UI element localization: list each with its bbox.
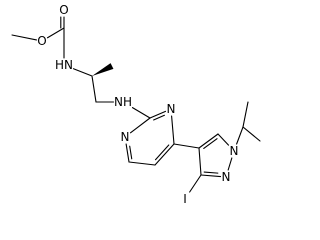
- atom-label-n2-pz: N: [222, 170, 231, 184]
- bond-C6_pyr-N1_pyr-inner: [129, 145, 133, 160]
- bond-C2_pyr-N3_pyr-inner: [153, 114, 165, 121]
- bond-C_chiral-C_methyl-wedge: [92, 63, 114, 76]
- bond-layer: [11, 16, 261, 193]
- bond-C5_pz-N1_pz: [217, 133, 230, 146]
- bond-C4_pz-C5_pz-inner: [203, 138, 218, 150]
- bond-C_me_ester-O_ester: [11, 34, 38, 41]
- bond-C4_pyr-C5_pyr-inner: [154, 144, 170, 161]
- bond-C_ipr-C_ipr_me2: [242, 101, 249, 128]
- bond-C6_pyr-N1_pyr: [125, 143, 130, 163]
- atom-label-o-carbonyl: O: [59, 3, 68, 17]
- bond-C4_pyr-C5_pyr: [154, 143, 175, 166]
- atom-label-i: I: [183, 192, 187, 206]
- bond-C3_pz-I: [189, 174, 202, 193]
- atom-label-n-carb: HN: [55, 58, 73, 72]
- bond-N1_pyr-C2_pyr: [129, 117, 151, 134]
- bond-C2_pyr-N3_pyr: [149, 110, 167, 119]
- bond-N3_pyr-C4_pyr: [171, 115, 175, 145]
- atom-label-o-ester: O: [37, 34, 46, 48]
- bond-C_chiral-C_ch2: [91, 75, 97, 103]
- bond-N1_pz-N2_pz: [227, 157, 233, 171]
- atom-label-n1-pyr: N: [121, 130, 130, 144]
- bond-O_ester-C_carb: [46, 27, 65, 39]
- bond-C4_pz-C5_pz: [198, 133, 219, 149]
- atom-label-n-amine: NH: [114, 95, 132, 109]
- bond-C5_pyr-C6_pyr: [128, 161, 156, 166]
- bond-N2_pz-C3_pz: [200, 174, 222, 178]
- bond-C4_pyr-C4_pz: [173, 143, 200, 149]
- bond-C_ipr-C_ipr_me1: [242, 126, 261, 142]
- bond-N_amine-C2_pyr: [131, 107, 151, 119]
- bond-C3_pz-C4_pz: [198, 147, 202, 176]
- bond-N1_pz-C_ipr: [236, 126, 244, 145]
- bond-N2_pz-C3_pz-inner: [203, 171, 219, 174]
- bond-N_carb-C_chiral: [72, 68, 93, 77]
- atom-label-n3-pyr: N: [167, 102, 176, 116]
- atom-label-n1-pz: N: [230, 144, 239, 158]
